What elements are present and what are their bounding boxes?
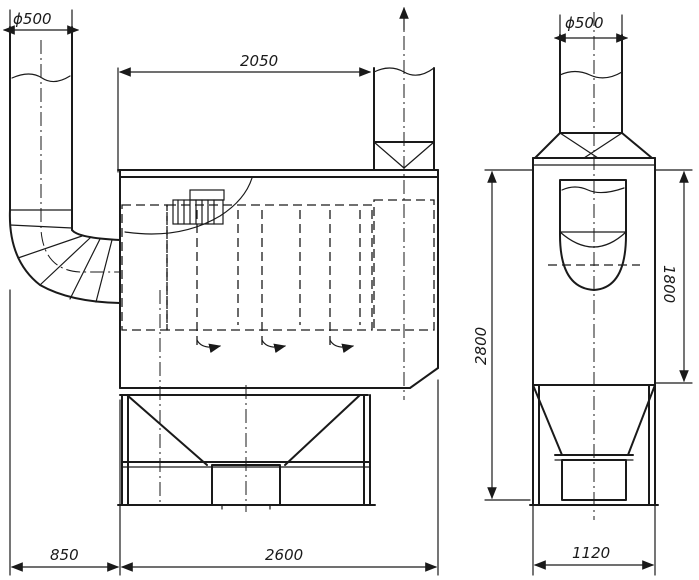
inlet-pipe xyxy=(8,26,121,304)
dimension-2050-label: 2050 xyxy=(240,52,278,70)
filter-housing xyxy=(117,169,439,396)
side-dimension-diameter: ϕ500 xyxy=(553,14,629,43)
side-view: ϕ500 2800 1800 1120 xyxy=(472,12,693,576)
dimension-height-total: 2800 xyxy=(472,169,534,501)
dimension-1800-label: 1800 xyxy=(660,265,678,303)
dimension-width-top: 2050 xyxy=(117,52,372,173)
dimension-bottom: 850 2600 xyxy=(9,289,439,576)
dimension-inlet-diameter: ϕ500 xyxy=(2,9,80,35)
outlet-stack xyxy=(373,6,435,400)
front-view: 2050 ϕ500 850 2600 xyxy=(2,6,439,576)
side-diameter-label: ϕ500 xyxy=(565,14,604,32)
side-body xyxy=(532,12,656,520)
dimension-height-body: 1800 xyxy=(654,169,693,384)
dimension-width-side: 1120 xyxy=(532,504,656,576)
hopper xyxy=(117,290,376,512)
dimension-2800-label: 2800 xyxy=(472,327,490,365)
side-hopper xyxy=(529,384,659,506)
inlet-diameter-label: ϕ500 xyxy=(13,10,52,28)
dimension-1120-label: 1120 xyxy=(572,544,610,562)
dimension-850-label: 850 xyxy=(50,546,79,564)
dimension-2600-label: 2600 xyxy=(265,546,303,564)
